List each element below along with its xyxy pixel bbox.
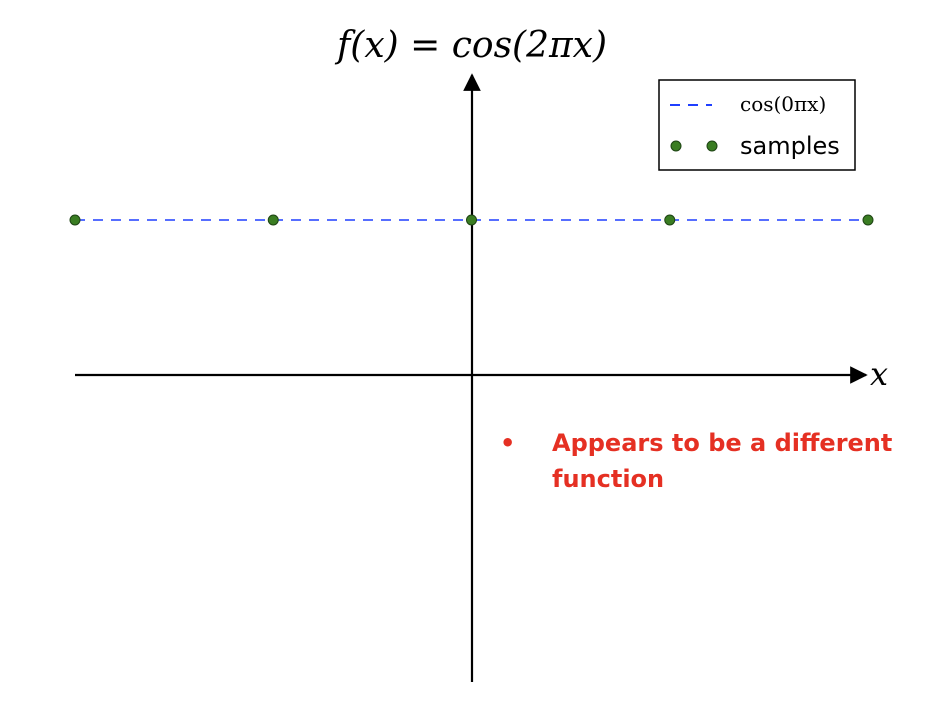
bullet-dot: • (500, 429, 516, 457)
legend-label-samples: samples (740, 132, 840, 160)
annotation-text: Appears to be a different function (552, 429, 893, 493)
sample-point (862, 214, 874, 226)
chart-title: f(x) = cos(2πx) (334, 25, 607, 66)
annotation-bullet: • Appears to be a different function (500, 425, 930, 497)
sample-point (664, 214, 676, 226)
series-layer (69, 214, 874, 226)
legend-marker-2 (706, 140, 718, 152)
x-axis-label: x (870, 355, 888, 393)
legend: cos(0πx) samples (658, 79, 856, 171)
sample-point (466, 214, 477, 226)
sample-point (267, 214, 279, 226)
legend-label-cos: cos(0πx) (740, 92, 826, 116)
sample-point (69, 214, 81, 226)
legend-box (658, 79, 856, 171)
legend-marker-1 (670, 140, 682, 152)
